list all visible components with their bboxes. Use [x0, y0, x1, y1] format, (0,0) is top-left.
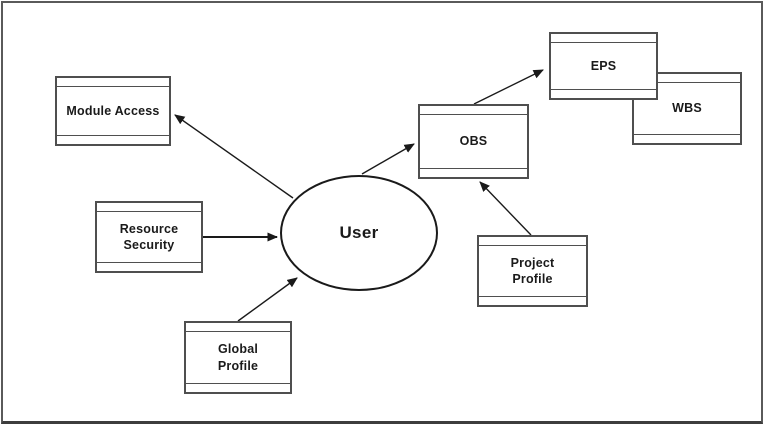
bottom-compartment	[634, 134, 740, 143]
edge-project-profile-to-obs	[479, 181, 532, 236]
top-compartment	[57, 78, 169, 87]
node-user: User	[280, 175, 438, 291]
edge-obs-to-eps	[473, 69, 544, 105]
edge-global-profile-to-user	[237, 277, 298, 322]
bottom-compartment	[479, 296, 586, 305]
node-module-access: Module Access	[55, 76, 171, 146]
top-compartment	[186, 323, 290, 332]
node-obs: OBS	[418, 104, 529, 179]
top-compartment	[420, 106, 527, 115]
node-global-profile: Global Profile	[184, 321, 292, 394]
node-resource-security: Resource Security	[95, 201, 203, 273]
node-global-profile-label: Global Profile	[217, 342, 259, 373]
top-compartment	[479, 237, 586, 246]
top-compartment	[97, 203, 201, 212]
bottom-compartment	[420, 168, 527, 177]
edge-user-to-module-access	[174, 114, 294, 199]
node-eps: EPS	[549, 32, 658, 100]
node-user-label: User	[339, 223, 379, 242]
node-eps-label: EPS	[590, 58, 617, 73]
edge-user-to-obs	[361, 143, 415, 175]
top-compartment	[551, 34, 656, 43]
node-project-profile: Project Profile	[477, 235, 588, 307]
bottom-compartment	[97, 262, 201, 271]
node-wbs-label: WBS	[672, 101, 702, 116]
bottom-compartment	[551, 89, 656, 98]
node-project-profile-label: Project Profile	[510, 255, 555, 286]
node-resource-security-label: Resource Security	[119, 221, 179, 252]
bottom-compartment	[186, 383, 290, 392]
node-module-access-label: Module Access	[66, 103, 160, 118]
bottom-compartment	[57, 135, 169, 144]
top-compartment	[634, 74, 740, 83]
node-obs-label: OBS	[459, 134, 488, 149]
